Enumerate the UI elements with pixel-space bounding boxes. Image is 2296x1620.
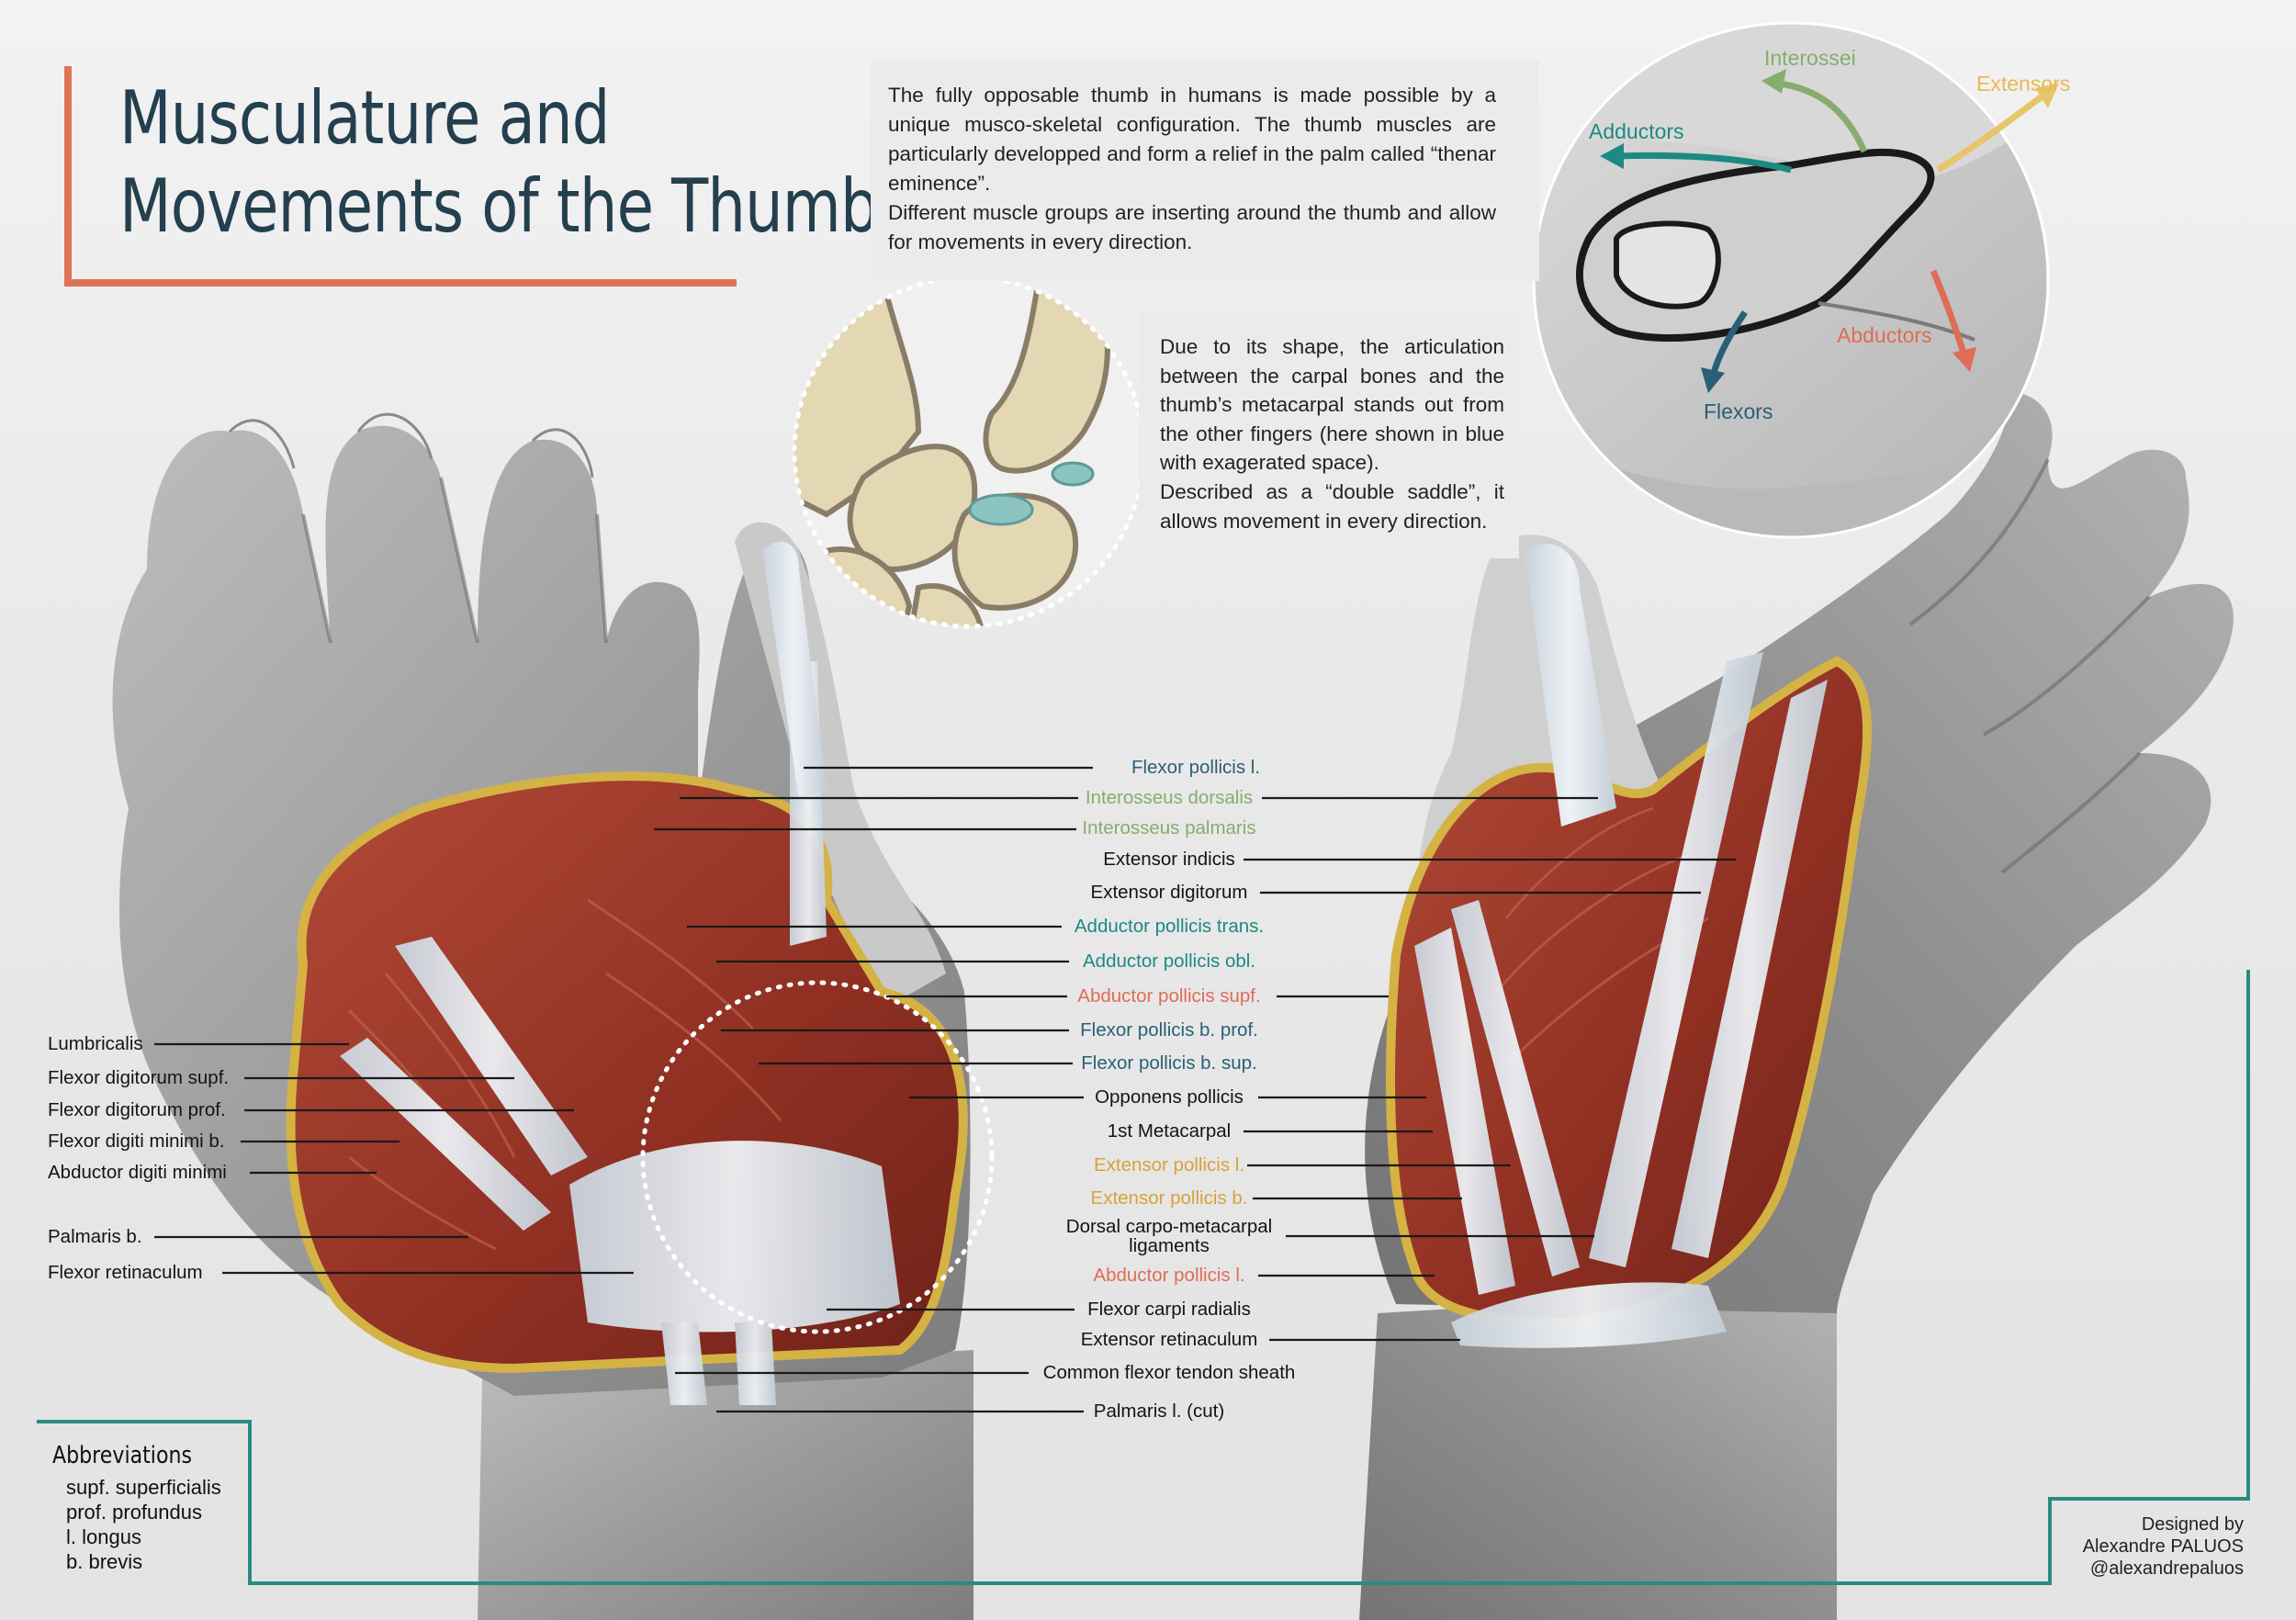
author-credit: Designed by Alexandre PALUOS @alexandrep… — [2083, 1513, 2244, 1580]
right-hand-dorsal-illustration — [1359, 392, 2234, 1620]
arrow-label-adductors: Adductors — [1589, 119, 1684, 143]
abbreviation-item: prof. profundus — [66, 1501, 202, 1524]
label-extensor-pollicis-b: Extensor pollicis b. — [1090, 1187, 1248, 1209]
intro-panel — [871, 61, 1539, 281]
label-extensor-retinaculum: Extensor retinaculum — [1080, 1329, 1258, 1350]
credit-handle: @alexandrepaluos — [2089, 1558, 2244, 1579]
label-adductor-pollicis-trans: Adductor pollicis trans. — [1074, 916, 1265, 937]
label-interosseus-palmaris: Interosseus palmaris — [1082, 817, 1256, 838]
abbreviations-list: supf. superficialis prof. profundus l. l… — [66, 1475, 221, 1574]
label-palmaris-b: Palmaris b. — [48, 1226, 142, 1247]
thumb-movements-inset — [1532, 21, 2059, 539]
label-palmaris-l-cut: Palmaris l. (cut) — [1093, 1401, 1225, 1422]
label-dorsal-carpo-metacarpal: Dorsal carpo-metacarpal — [1065, 1216, 1273, 1237]
left-hand-palm-illustration — [112, 412, 995, 1620]
page-title-line-1: Musculature and — [119, 75, 610, 161]
leader-lines — [154, 766, 1736, 1413]
title-underline — [64, 279, 737, 287]
arrow-label-abductors: Abductors — [1837, 323, 1932, 347]
intro-paragraph-2: Different muscle groups are inserting ar… — [888, 201, 1496, 253]
abbreviation-item: b. brevis — [66, 1550, 143, 1573]
label-ligaments: ligaments — [1129, 1235, 1210, 1256]
arrow-label-extensors: Extensors — [1976, 72, 2071, 96]
label-interosseus-dorsalis: Interosseus dorsalis — [1085, 787, 1254, 808]
label-abductor-pollicis-l: Abductor pollicis l. — [1093, 1265, 1245, 1286]
label-flexor-retinaculum: Flexor retinaculum — [48, 1262, 203, 1283]
carpometacarpal-joint-inset — [792, 275, 1146, 629]
label-common-flexor-tendon-sheath: Common flexor tendon sheath — [1042, 1362, 1296, 1383]
teal-frame — [37, 970, 2250, 1585]
label-1st-metacarpal: 1st Metacarpal — [1107, 1120, 1232, 1142]
label-extensor-digitorum: Extensor digitorum — [1090, 882, 1248, 903]
joint-paragraph-1: Due to its shape, the articulation betwe… — [1160, 335, 1504, 475]
label-flexor-digiti-minimi: Flexor digiti minimi b. — [48, 1131, 225, 1152]
label-flexor-carpi-radialis: Flexor carpi radialis — [1087, 1299, 1251, 1320]
abbreviation-item: l. longus — [66, 1525, 141, 1548]
label-abductor-pollicis-supf: Abductor pollicis supf. — [1077, 985, 1261, 1007]
credit-author-name: Alexandre PALUOS — [2082, 1536, 2244, 1557]
label-adductor-pollicis-obl: Adductor pollicis obl. — [1082, 951, 1256, 972]
label-flexor-pollicis-l: Flexor pollicis l. — [1131, 757, 1261, 778]
abbreviations-title: Abbreviations — [52, 1442, 192, 1469]
page-title-line-2: Movements of the Thumb — [119, 163, 879, 249]
title-accent-bar — [64, 66, 72, 287]
label-abductor-digiti-minimi: Abductor digiti minimi — [48, 1162, 227, 1183]
label-extensor-pollicis-l: Extensor pollicis l. — [1093, 1154, 1245, 1176]
title-block: Musculature and Movements of the Thumb — [64, 66, 879, 287]
joint-paragraph-2: Described as a “double saddle”, it allow… — [1160, 479, 1504, 533]
joint-panel — [1139, 312, 1519, 558]
arrow-label-flexors: Flexors — [1704, 399, 1773, 423]
label-flexor-pollicis-b-prof: Flexor pollicis b. prof. — [1080, 1019, 1258, 1041]
intro-paragraph-1: The fully opposable thumb in humans is m… — [888, 84, 1496, 195]
label-flexor-pollicis-b-sup: Flexor pollicis b. sup. — [1081, 1052, 1257, 1074]
abbreviation-item: supf. superficialis — [66, 1476, 221, 1499]
label-flexor-digitorum-supf: Flexor digitorum supf. — [48, 1067, 230, 1088]
label-extensor-indicis: Extensor indicis — [1103, 849, 1235, 870]
joint-text: Due to its shape, the articulation betwe… — [1160, 332, 1504, 535]
credit-line-1: Designed by — [2141, 1514, 2244, 1535]
label-flexor-digitorum-prof: Flexor digitorum prof. — [48, 1099, 226, 1120]
intro-text: The fully opposable thumb in humans is m… — [888, 81, 1496, 257]
label-lumbricalis: Lumbricalis — [48, 1033, 143, 1054]
label-opponens-pollicis: Opponens pollicis — [1095, 1086, 1244, 1108]
arrow-label-interossei: Interossei — [1764, 46, 1856, 70]
